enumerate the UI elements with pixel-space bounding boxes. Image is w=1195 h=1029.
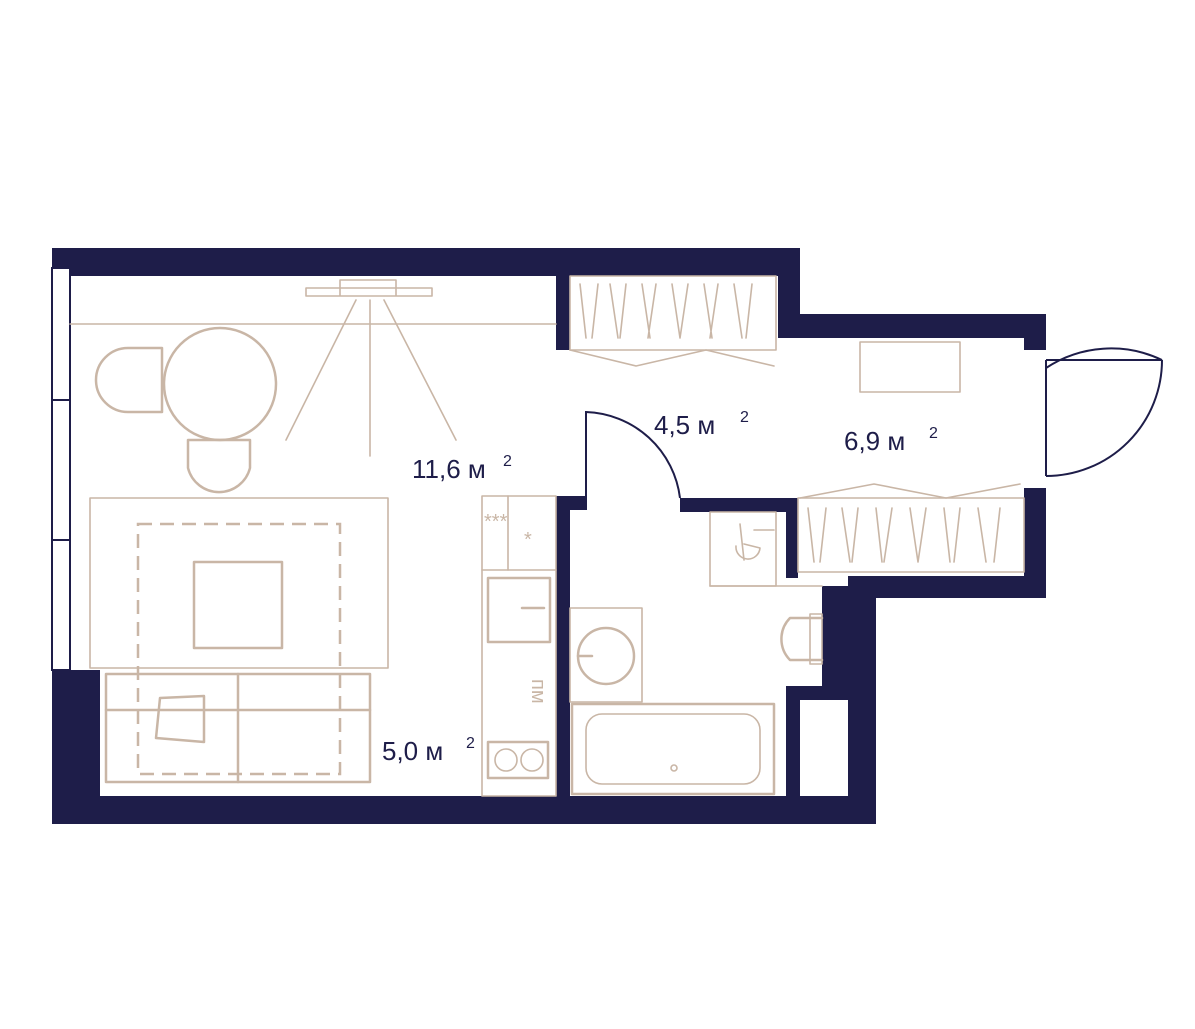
- sofa-pillow: [154, 694, 206, 744]
- toilet: [780, 616, 824, 662]
- wardrobe-bottom-hangers: [807, 507, 1001, 563]
- wall-shaft-left: [786, 686, 800, 796]
- wall-closet-side: [556, 276, 570, 350]
- wall-right-upper: [1024, 314, 1046, 350]
- ceiling-lamp-icon: [305, 279, 433, 297]
- dishwasher-label: пм: [527, 679, 549, 704]
- wall-top-right: [778, 314, 1046, 338]
- stove-burner-left: [494, 748, 518, 772]
- area-labels: 11,6 м 2 4,5 м 2 6,9 м 2 5,0 м 2: [382, 409, 938, 766]
- hob-icon: ***: [484, 511, 508, 533]
- room-label-kitchen: 5,0 м 2: [382, 735, 475, 766]
- dining-table: [162, 326, 278, 442]
- rug: [89, 497, 389, 669]
- room-label-living: 11,6 м 2: [412, 453, 512, 484]
- wardrobe-top-hangers: [579, 283, 753, 339]
- toilet-tank: [809, 613, 823, 665]
- wardrobe-bottom-doors: [799, 483, 1021, 499]
- bathtub-drain: [670, 764, 678, 772]
- bath-sink-counter: [569, 607, 643, 703]
- kitchen-sink: [486, 576, 552, 644]
- window-left-middle: [51, 399, 71, 541]
- wardrobe-top: [569, 275, 777, 351]
- kitchen-stove: [486, 740, 550, 780]
- room-area-value: 4,5 м: [654, 410, 715, 440]
- wall-right-bottom: [848, 576, 876, 824]
- chair-bottom: [186, 438, 252, 494]
- room-label-bathroom-entry: 4,5 м 2: [654, 409, 749, 440]
- wardrobe-top-doors: [569, 349, 775, 367]
- wall-shaft-top: [786, 686, 848, 700]
- window-left-bottom: [55, 681, 71, 811]
- washing-machine-icon: [735, 523, 775, 561]
- bathtub: [570, 702, 776, 796]
- window-left-lower: [51, 539, 71, 671]
- wall-bottom: [70, 796, 876, 824]
- wall-bath-top: [680, 498, 798, 512]
- bathtub-inner: [585, 713, 761, 785]
- room-area-unit-power: 2: [503, 453, 512, 470]
- wall-top-left: [70, 248, 800, 276]
- wardrobe-bottom: [797, 497, 1025, 573]
- wall-bath-left: [556, 496, 570, 796]
- bathroom-door: [585, 410, 681, 510]
- windows: [51, 267, 71, 811]
- room-area-unit-power: 2: [929, 425, 938, 442]
- room-area-value: 11,6 м: [412, 454, 486, 484]
- wall-right-step: [848, 576, 1046, 598]
- stove-burner-right: [520, 748, 544, 772]
- window-left-upper: [51, 267, 71, 401]
- room-area-value: 6,9 м: [844, 426, 905, 456]
- room-area-value: 5,0 м: [382, 736, 443, 766]
- room-area-unit-power: 2: [740, 409, 749, 426]
- wall-right-lower: [1024, 488, 1046, 598]
- room-area-unit-power: 2: [466, 735, 475, 752]
- room-label-hall: 6,9 м 2: [844, 425, 938, 456]
- lamp-light-beam: [285, 299, 457, 457]
- coffee-table: [192, 560, 284, 650]
- doors: [585, 347, 1163, 510]
- entrance-door: [1045, 347, 1163, 477]
- kitchen-counter: [481, 495, 557, 797]
- wall-left-bottom: [52, 670, 100, 824]
- chair-left: [94, 346, 164, 414]
- wall-left-top-stub: [52, 248, 72, 268]
- wall-closet-lower-side: [786, 498, 798, 578]
- wall-bath-top-stub: [556, 496, 586, 510]
- hob-icon-small: *: [524, 529, 532, 551]
- wall-wc-right: [822, 586, 848, 686]
- walls: [52, 248, 1046, 824]
- hall-console: [859, 341, 961, 393]
- furniture: *** * пм: [69, 275, 1025, 797]
